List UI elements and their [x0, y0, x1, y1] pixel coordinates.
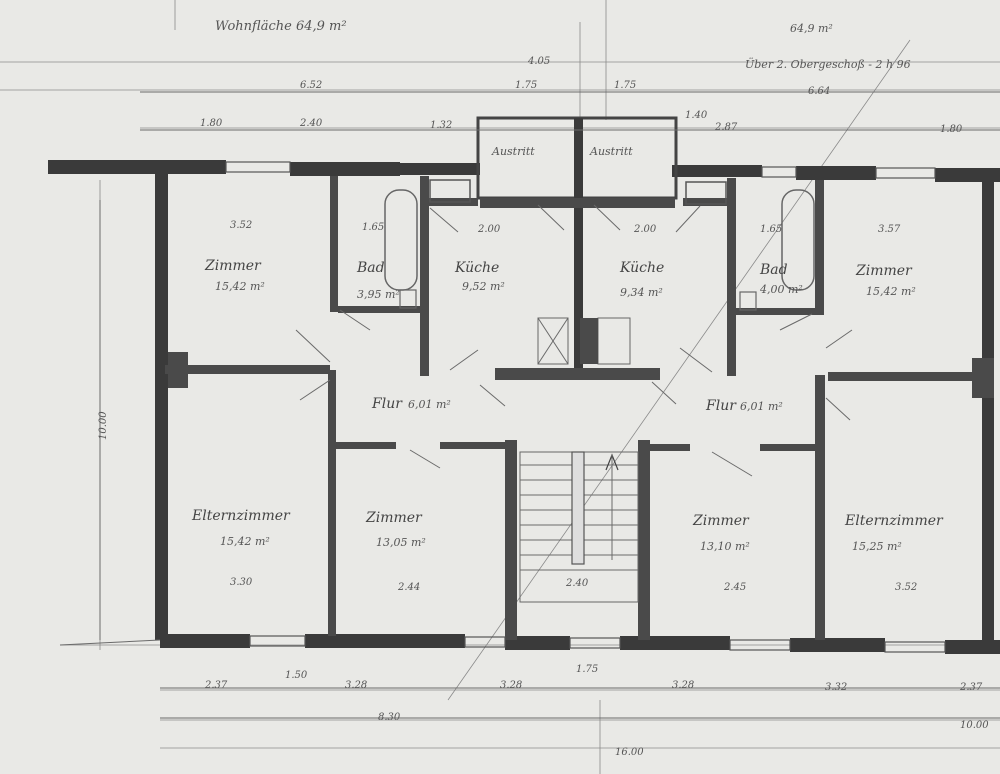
dim-bottom-5: 1.75	[576, 664, 598, 675]
dim-bottom-2: 1.50	[285, 670, 308, 681]
dim-inner-3: 2.00	[477, 224, 501, 235]
dim-top-right: 6.64	[808, 86, 830, 97]
room-zimmer-left: Zimmer 13,05 m²	[365, 510, 426, 549]
svg-text:Zimmer: Zimmer	[692, 513, 750, 529]
dim-bottom-6: 3.28	[672, 680, 694, 691]
svg-text:9,34 m²: 9,34 m²	[620, 286, 663, 299]
dim-bottom-7: 3.32	[825, 682, 847, 693]
room-kueche-right: Küche 9,34 m²	[619, 260, 664, 299]
dim-bottom-3: 3.28	[345, 680, 367, 691]
dim-row3-1: 1.80	[200, 118, 223, 129]
dim-row3-6: 1.80	[940, 124, 963, 135]
dim-inner-5: 1.65	[760, 224, 782, 235]
door-swings	[295, 204, 853, 477]
svg-text:Elternzimmer: Elternzimmer	[191, 508, 291, 524]
room-zimmer-ne: Zimmer 15,42 m²	[855, 263, 916, 298]
dim-inner-1: 3.52	[230, 220, 252, 231]
svg-text:Küche: Küche	[454, 260, 499, 276]
svg-text:Bad: Bad	[759, 262, 788, 278]
svg-text:Elternzimmer: Elternzimmer	[844, 513, 944, 529]
svg-text:Zimmer: Zimmer	[855, 263, 913, 279]
dim-bottom-1: 2.37	[204, 680, 228, 691]
room-elternzimmer-left: Elternzimmer 15,42 m²	[191, 508, 291, 548]
svg-text:Flur: Flur	[371, 396, 403, 412]
dimension-lines	[59, 91, 1000, 719]
dim-side-left: 10.00	[98, 411, 109, 440]
room-kueche-left: Küche 9,52 m²	[454, 260, 505, 293]
dim-inner-9: 2.45	[723, 582, 746, 593]
svg-text:Bad: Bad	[356, 260, 385, 276]
top-right-note: Über 2. Obergeschoß - 2 h 96	[745, 57, 911, 71]
top-right-small-note: 64,9 m²	[790, 22, 833, 35]
svg-text:Zimmer: Zimmer	[204, 258, 262, 274]
dim-inner-2: 1.65	[362, 222, 384, 233]
staircase	[519, 451, 639, 603]
dim-row3-2: 2.40	[299, 118, 323, 129]
dim-bottom-9: 8.30	[378, 712, 401, 723]
svg-text:Austritt: Austritt	[491, 145, 535, 158]
kitchen-fixtures	[429, 179, 727, 365]
dim-top-balcony-right: 1.75	[614, 80, 636, 91]
svg-text:13,10 m²: 13,10 m²	[700, 540, 750, 553]
interior-walls	[165, 176, 994, 640]
room-zimmer-right: Zimmer 13,10 m²	[692, 513, 750, 553]
svg-text:Flur: Flur	[705, 398, 737, 414]
dim-row3-4: 1.40	[685, 110, 708, 121]
dim-bottom-11: 16.00	[615, 747, 644, 758]
svg-text:6,01 m²: 6,01 m²	[408, 398, 451, 411]
svg-text:9,52 m²: 9,52 m²	[462, 280, 505, 293]
room-austritt-right: Austritt	[589, 145, 633, 158]
dim-inner-10: 3.52	[895, 582, 917, 593]
room-bad-left: Bad 3,95 m²	[356, 260, 400, 301]
dim-inner-4: 2.00	[633, 224, 657, 235]
dim-bottom-8: 2.37	[959, 682, 983, 693]
svg-text:15,42 m²: 15,42 m²	[866, 285, 916, 298]
room-zimmer-nw: Zimmer 15,42 m²	[204, 258, 265, 293]
svg-text:Austritt: Austritt	[589, 145, 633, 158]
windows	[225, 161, 946, 653]
bathtubs	[384, 189, 815, 311]
dim-inner-8: 2.44	[397, 582, 420, 593]
dim-bottom-4: 3.28	[500, 680, 522, 691]
room-flur-right: Flur 6,01 m²	[705, 398, 783, 414]
living-area-note: Wohnfläche 64,9 m²	[215, 19, 347, 34]
dim-top-left: 6.52	[300, 80, 322, 91]
svg-text:Zimmer: Zimmer	[365, 510, 423, 526]
svg-text:15,25 m²: 15,25 m²	[852, 540, 902, 553]
room-elternzimmer-right: Elternzimmer 15,25 m²	[844, 513, 944, 553]
room-flur-left: Flur 6,01 m²	[371, 396, 451, 412]
svg-text:15,42 m²: 15,42 m²	[215, 280, 265, 293]
dim-inner-11: 2.40	[565, 578, 589, 589]
dim-inner-7: 3.30	[230, 577, 253, 588]
svg-text:3,95 m²: 3,95 m²	[357, 288, 400, 301]
svg-text:4,00 m²: 4,00 m²	[759, 283, 803, 296]
dim-bottom-10: 10.00	[960, 720, 989, 731]
svg-text:13,05 m²: 13,05 m²	[376, 536, 426, 549]
svg-text:6,01 m²: 6,01 m²	[740, 400, 783, 413]
room-bad-right: Bad 4,00 m²	[759, 262, 803, 296]
dim-top-balcony-left: 1.75	[515, 80, 537, 91]
dim-inner-6: 3.57	[878, 224, 901, 235]
svg-text:15,42 m²: 15,42 m²	[220, 535, 270, 548]
dim-top-center: 4.05	[527, 56, 550, 67]
svg-text:Küche: Küche	[619, 260, 664, 276]
dim-row3-5: 2.87	[714, 122, 738, 133]
dim-row3-3: 1.32	[430, 120, 452, 131]
room-austritt-left: Austritt	[491, 145, 535, 158]
